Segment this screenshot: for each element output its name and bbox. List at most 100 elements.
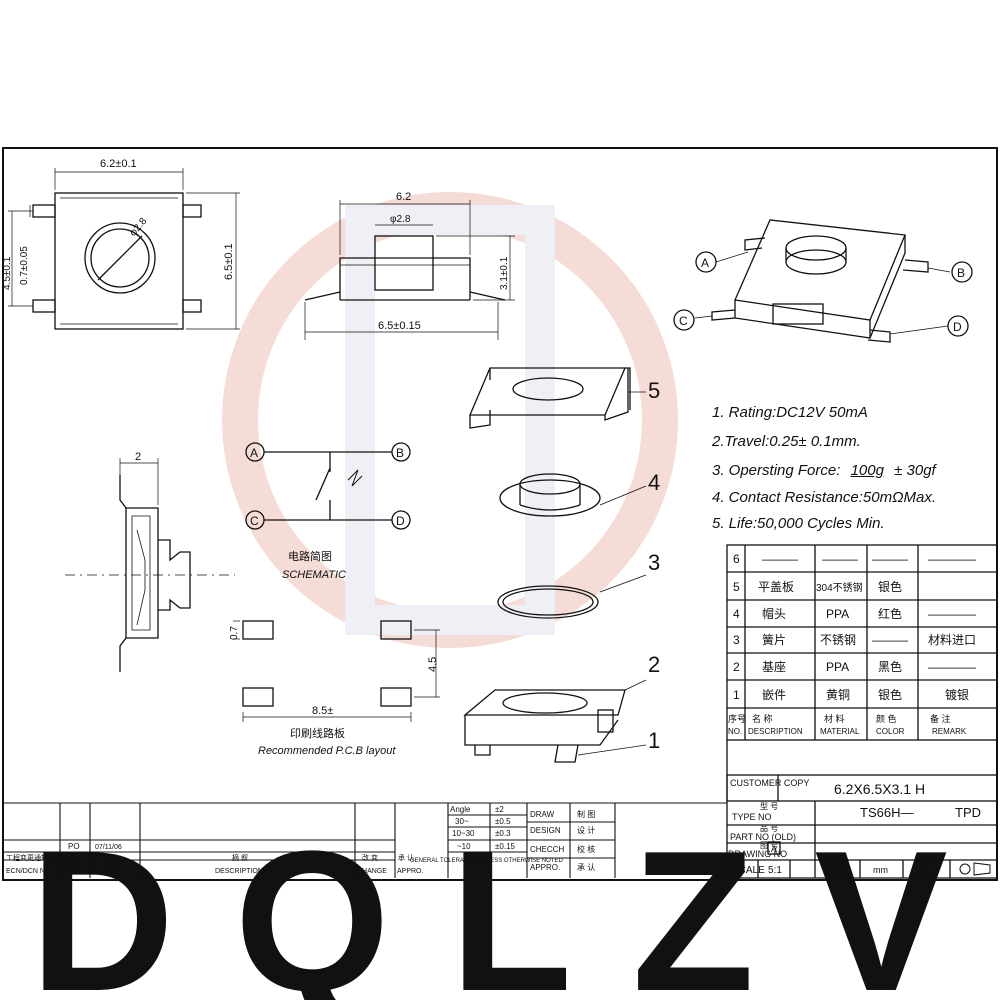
drawing-rev: A <box>771 844 777 854</box>
tol-row: Angle <box>450 805 471 814</box>
draw-cn: 制 图 <box>577 809 595 819</box>
po-label: PO <box>68 842 80 851</box>
watermark-text: DQLZV <box>30 810 1000 1000</box>
check-label: CHECCH <box>530 845 564 854</box>
tol-row: 10~30 <box>452 829 475 838</box>
bom-header-en: REMARK <box>932 727 967 736</box>
bom-cell: ——— <box>822 552 858 566</box>
bom-rows: 6 ——— ——— ——— ———— 5 平盖板 304不锈钢 银色 4 帽头 … <box>733 552 976 702</box>
spec-travel: 2.Travel:0.25± 0.1mm. <box>712 433 861 450</box>
side-height-dim: 3.1±0.1 <box>499 256 510 290</box>
side-button-dia: φ2.8 <box>390 214 411 225</box>
date-cn: 日 期 <box>100 854 116 862</box>
bom-header-cn: 颜 色 <box>876 713 897 724</box>
top-offset-dim: 0.7±0.05 <box>19 246 30 285</box>
bom-cell: 材料进口 <box>928 633 976 647</box>
part-num-3: 3 <box>648 550 660 575</box>
bom-cell: 基座 <box>762 659 786 674</box>
bom-header-cn: 备 注 <box>930 713 951 724</box>
spec-force-label: 3. Opersting Force: <box>712 462 841 479</box>
bom-cell: 嵌件 <box>762 688 786 702</box>
scale-label: SCALE <box>732 865 765 876</box>
ecn-label: ECN/DCN NO. <box>6 868 52 875</box>
spec-life: 5. Life:50,000 Cycles Min. <box>712 515 885 532</box>
spec-force: 3. Opersting Force: 100g ± 30gf <box>712 462 936 479</box>
spec-force-tol: ± 30gf <box>894 462 936 479</box>
schem-pin-d: D <box>396 514 405 528</box>
scale-value: 5:1 <box>768 865 782 876</box>
drawing-label-cn: 图 号 <box>760 841 778 850</box>
spec-force-value: 100g <box>850 462 884 479</box>
isometric-view <box>673 219 973 343</box>
spec-resistance: 4. Contact Resistance:50mΩMax. <box>712 489 937 506</box>
bom-header-en: NO. <box>728 727 742 736</box>
bom-cell: ———— <box>928 607 976 621</box>
check-cn: 校 核 <box>577 844 595 854</box>
iso-pin-a: A <box>701 256 709 270</box>
bom-cell: 2 <box>733 660 740 674</box>
iso-pin-d: D <box>953 320 962 334</box>
watermark: DQLZV <box>30 192 1000 1000</box>
rev-cn: 版本 <box>63 853 77 862</box>
bom-cell: 帽头 <box>762 606 786 621</box>
pcb-label-cn: 印刷线路板 <box>290 726 345 740</box>
bom-cell: 银色 <box>878 688 902 702</box>
draw-label: DRAW <box>530 810 555 819</box>
bom-headers: 序号 名 称 材 料 颜 色 备 注 NO. DESCRIPTION MATER… <box>728 713 967 736</box>
bom-table <box>726 544 998 879</box>
schematic-label-en: SCHEMATIC <box>282 569 346 581</box>
appro2-cn: 承 认 <box>398 853 414 862</box>
tol-row: ±0.15 <box>495 842 516 851</box>
design-label: DESIGN <box>530 826 561 835</box>
bom-cell: 3 <box>733 633 740 647</box>
bom-cell: 6 <box>733 552 740 566</box>
pcb-width-dim: 8.5± <box>312 705 333 717</box>
date-label: DATE <box>100 868 118 875</box>
change-cn: 改 变 <box>362 853 378 862</box>
paper-size: A4 <box>920 865 931 875</box>
end-view-dim: 2 <box>135 451 141 463</box>
part-num-1: 1 <box>648 728 660 753</box>
tol-row: ~10 <box>457 842 471 851</box>
desc-label: DESCRIPTION <box>215 868 263 875</box>
bom-cell: 5 <box>733 580 740 594</box>
part-num-4: 4 <box>648 470 660 495</box>
end-view <box>65 458 235 672</box>
bom-cell: 平盖板 <box>758 580 794 594</box>
pcb-pad-dim: 0.7 <box>229 626 240 640</box>
bom-header-en: DESCRIPTION <box>748 727 803 736</box>
iso-pin-c: C <box>679 314 688 328</box>
bom-cell: 304不锈钢 <box>816 581 863 594</box>
bom-cell: ——— <box>762 552 798 566</box>
projection-icon <box>959 862 991 876</box>
bom-cell: 不锈钢 <box>820 633 856 647</box>
appro2-label: APPRO. <box>397 868 424 875</box>
date-value: 07/11/06 <box>95 844 122 851</box>
top-view <box>8 168 240 330</box>
part-num-5: 5 <box>648 378 660 403</box>
type-no: TS66H— <box>860 805 913 820</box>
bom-cell: PPA <box>826 660 849 674</box>
bom-cell: 银色 <box>878 580 902 594</box>
exploded-parts <box>463 367 647 763</box>
bom-cell: 镀银 <box>945 688 969 702</box>
bom-cell: 簧片 <box>762 632 786 647</box>
side-width-dim: 6.2 <box>396 191 411 203</box>
bom-header-en: MATERIAL <box>820 727 860 736</box>
revision-text: Angle ±2 30~ ±0.5 10~30 ±0.3 ~10 ±0.15 G… <box>6 805 595 875</box>
bom-cell: ——— <box>872 552 908 566</box>
tol-row: ±0.3 <box>495 829 511 838</box>
bom-cell: PPA <box>826 607 849 621</box>
bom-cell: 黑色 <box>878 660 902 674</box>
ecn-cn: 工程变更通知单 <box>6 853 55 862</box>
pcb-pitch-dim: 4.5 <box>427 657 439 672</box>
schematic-label-cn: 电路简图 <box>288 549 332 563</box>
tol-row: ±0.5 <box>495 817 511 826</box>
unit-value: mm <box>873 865 888 875</box>
bom-header-en: COLOR <box>876 727 905 736</box>
tol-row: 30~ <box>455 817 469 826</box>
unit-label: UNIT <box>822 865 845 876</box>
part-num-2: 2 <box>648 652 660 677</box>
part-label: PART NO (OLD) <box>730 832 796 842</box>
